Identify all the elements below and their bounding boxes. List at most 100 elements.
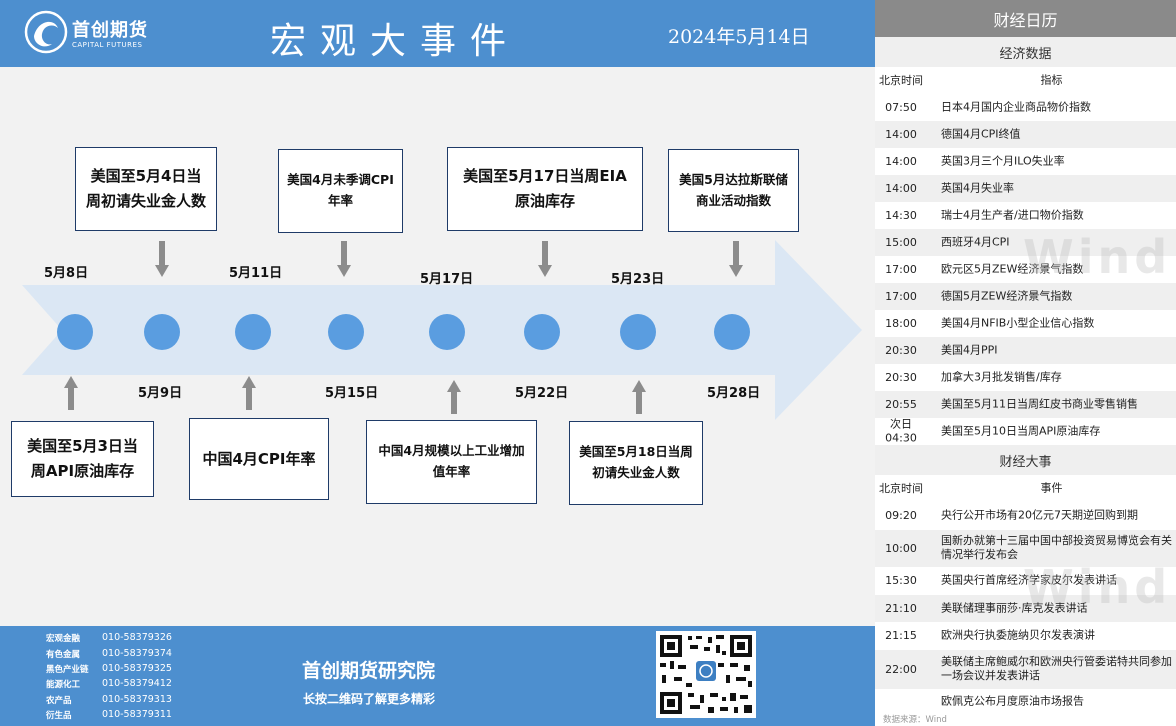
row-indicator: 美国4月PPI [941, 343, 998, 357]
row-indicator: 欧元区5月ZEW经济景气指数 [941, 262, 1084, 276]
institute-name: 首创期货研究院 [302, 660, 436, 682]
contact-phone: 010-58379412 [102, 678, 172, 689]
logo: 首创期货 CAPITAL FUTURES [24, 8, 154, 58]
contact-name: 衍生品 [46, 711, 72, 721]
table-row: 14:00 德国4月CPI终值 [875, 121, 1176, 148]
date-label: 5月28日 [707, 386, 761, 401]
contact-phone: 010-58379311 [102, 709, 172, 720]
row-event: 欧佩克公布月度原油市场报告 [941, 694, 1084, 708]
row-time: 14:30 [885, 208, 917, 222]
contact-phone: 010-58379374 [102, 648, 172, 659]
table-row: 欧佩克公布月度原油市场报告 [875, 689, 1176, 714]
row-indicator: 瑞士4月生产者/进口物价指数 [941, 208, 1084, 222]
row-time: 14:00 [885, 181, 917, 195]
row-time: 20:30 [885, 370, 917, 384]
row-indicator: 英国4月失业率 [941, 181, 1014, 195]
row-time: 22:00 [885, 662, 917, 676]
contact-name: 有色金属 [46, 650, 81, 660]
table-row: 14:30 瑞士4月生产者/进口物价指数 [875, 202, 1176, 229]
row-time: 20:55 [885, 397, 917, 411]
capital-futures-logo-icon [24, 10, 68, 54]
event-box: 美国至5月17日当周EIA原油库存 [447, 147, 643, 231]
date-label: 5月9日 [138, 386, 183, 401]
date-label: 5月23日 [611, 272, 665, 287]
table-row: 20:30 加拿大3月批发销售/库存 [875, 364, 1176, 391]
column-header-time: 北京时间 [879, 73, 923, 87]
row-time: 15:30 [885, 573, 917, 587]
report-date: 2024年5月14日 [668, 26, 810, 48]
event-text: 美国5月达拉斯联储商业活动指数 [679, 171, 788, 208]
event-box: 中国4月规模以上工业增加值年率 [366, 420, 537, 504]
event-text: 中国4月规模以上工业增加值年率 [378, 443, 525, 479]
table-row: 14:00 英国4月失业率 [875, 175, 1176, 202]
event-text: 美国至5月18日当周初请失业金人数 [579, 444, 693, 480]
event-box: 美国至5月3日当周API原油库存 [11, 421, 154, 497]
contact-name: 宏观金融 [46, 634, 81, 644]
arrow-down-icon [337, 241, 351, 277]
infographic-panel: 首创期货 CAPITAL FUTURES 宏观大事件 2024年5月14日 5月… [0, 0, 875, 726]
row-event: 国新办就第十三届中国中部投资贸易博览会有关情况举行发布会 [941, 533, 1172, 562]
timeline-dot [524, 314, 560, 350]
event-box: 美国至5月18日当周初请失业金人数 [569, 421, 703, 505]
event-box: 美国4月未季调CPI年率 [278, 149, 403, 233]
row-event: 美联储理事丽莎·库克发表讲话 [941, 601, 1088, 615]
arrow-up-icon [632, 380, 646, 414]
timeline-dot [235, 314, 271, 350]
contact-phone: 010-58379325 [102, 663, 172, 674]
section-title-econ: 经济数据 [875, 37, 1176, 67]
date-label: 5月17日 [420, 272, 474, 287]
row-event: 央行公开市场有20亿元7天期逆回购到期 [941, 508, 1138, 522]
table-row: 21:15 欧洲央行执委施纳贝尔发表演讲 [875, 622, 1176, 650]
timeline-dot [328, 314, 364, 350]
event-box: 美国5月达拉斯联储商业活动指数 [668, 149, 799, 232]
arrow-down-icon [538, 241, 552, 277]
event-text: 美国至5月4日当周初请失业金人数 [85, 167, 206, 210]
date-label: 5月15日 [325, 386, 379, 401]
row-time: 21:15 [885, 628, 917, 642]
contact-name: 黑色产业链 [46, 665, 89, 675]
logo-text-en: CAPITAL FUTURES [72, 41, 143, 49]
row-time: 次日 04:30 [885, 417, 917, 445]
table-row: 09:20 央行公开市场有20亿元7天期逆回购到期 [875, 502, 1176, 530]
row-time: 09:20 [885, 508, 917, 522]
watermark: Wind [1023, 230, 1172, 284]
qr-code-icon[interactable] [656, 631, 756, 718]
event-text: 中国4月CPI年率 [202, 449, 316, 468]
event-text: 美国至5月17日当周EIA原油库存 [463, 167, 627, 210]
logo-text-cn: 首创期货 [72, 20, 148, 41]
event-text: 美国至5月3日当周API原油库存 [27, 437, 138, 480]
slogan: 长按二维码了解更多精彩 [303, 692, 436, 706]
row-time: 18:00 [885, 316, 917, 330]
row-event: 英国央行首席经济学家皮尔发表讲话 [941, 573, 1117, 587]
timeline-dot [57, 314, 93, 350]
row-event: 美联储主席鲍威尔和欧洲央行管委诺特共同参加一场会议并发表讲话 [941, 654, 1172, 683]
row-time: 14:00 [885, 127, 917, 141]
contact-name: 农产品 [46, 696, 72, 706]
arrow-up-icon [242, 376, 256, 410]
date-label: 5月8日 [44, 266, 89, 281]
row-time: 17:00 [885, 262, 917, 276]
timeline-dot [714, 314, 750, 350]
table-header: 北京时间 事件 [875, 475, 1176, 502]
table-row: 15:30 英国央行首席经济学家皮尔发表讲话 [875, 567, 1176, 595]
row-indicator: 加拿大3月批发销售/库存 [941, 370, 1062, 384]
row-indicator: 德国5月ZEW经济景气指数 [941, 289, 1073, 303]
section-title-events: 财经大事 [875, 445, 1176, 475]
row-indicator: 西班牙4月CPI [941, 235, 1010, 249]
row-time: 14:00 [885, 154, 917, 168]
row-event: 欧洲央行执委施纳贝尔发表演讲 [941, 628, 1095, 642]
data-source: 数据来源：Wind [883, 715, 947, 725]
event-box: 中国4月CPI年率 [189, 418, 329, 500]
column-header-event: 事件 [1040, 481, 1063, 495]
timeline-dot [620, 314, 656, 350]
row-indicator: 德国4月CPI终值 [941, 127, 1021, 141]
